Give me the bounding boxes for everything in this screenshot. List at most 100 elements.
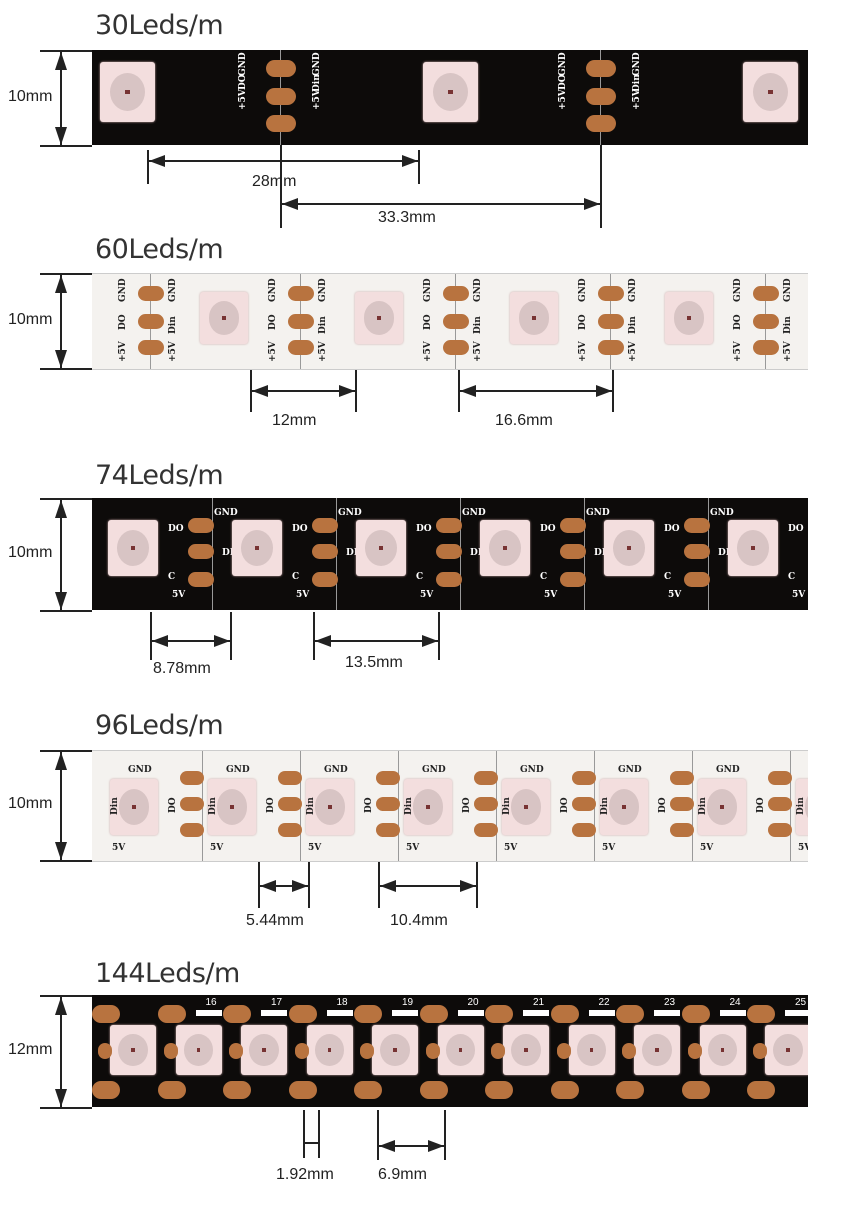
strip-title: 60Leds/m [95,234,224,265]
dimension-line [60,995,62,1107]
led-die [426,804,430,810]
dimension-line [282,203,600,205]
led-die [255,545,259,551]
pad-label: GND [628,278,638,302]
pad-label: DO [540,524,556,534]
led-chip [100,62,155,122]
pad-label: DI [594,548,607,558]
dimension-label: 16.6mm [495,412,553,429]
solder-pad [157,1005,186,1023]
extension-line [612,370,614,412]
solder-pad [753,314,779,329]
dimension-label: 6.9mm [378,1166,427,1183]
solder-pad [586,88,616,105]
arrowhead-icon [55,592,67,610]
pad-label: DO [364,797,374,813]
solder-pad [768,823,792,837]
dimension-line [379,1145,444,1147]
led-chip [604,520,654,576]
extension-line [230,612,232,660]
solder-pad [491,1043,505,1059]
pad-label: 5V [668,590,682,600]
arrowhead-icon [460,880,476,892]
pad-label: 5V [420,590,434,600]
dimension-label: 33.3mm [378,209,436,226]
led-number: 16 [205,997,217,1008]
led-chip [634,1025,680,1075]
solder-pad [598,340,624,355]
pad-label: Din [698,797,708,815]
pad-label: 5V [792,590,806,600]
pad-label: +5V [783,341,793,362]
extension-line [377,1110,379,1160]
dimension-line [60,50,62,145]
solder-pad [419,1081,448,1099]
pad-label: GND [783,278,793,302]
solder-pad [768,797,792,811]
strip-title: 96Leds/m [95,710,224,741]
arrowhead-icon [55,500,67,518]
arrowhead-icon [55,127,67,145]
pad-label: GND [168,278,178,302]
led-die [328,804,332,810]
solder-pad [443,314,469,329]
arrowhead-icon [282,198,298,210]
solder-pad [180,823,204,837]
dimension-line [60,750,62,860]
solder-pad [572,823,596,837]
pad-label: DI [222,548,235,558]
pad-label: +5V [473,341,483,362]
led-chip [699,1025,746,1075]
pad-label: DO [756,797,766,813]
pad-label: 5V [798,843,808,853]
led-die [655,1048,659,1052]
pad-label: DO [416,524,432,534]
solder-pad [443,340,469,355]
led-die [262,1048,266,1052]
led-chip [110,779,158,835]
led-die [196,1048,201,1052]
pad-label: GND [462,508,486,518]
pad-label: DO [733,314,743,330]
pad-label: GND [422,765,446,775]
dimension-line [149,160,418,162]
solder-pad [188,544,214,559]
pad-label: GND [520,765,544,775]
pad-label: GND [710,508,734,518]
solder-pad [670,771,694,785]
extension-line [600,145,602,228]
pad-label: 5V [544,590,558,600]
led-die [589,1048,594,1052]
extension-line [378,862,380,908]
dimension-label: 13.5mm [345,654,403,671]
led-chip [568,1025,615,1075]
solder-pad [288,286,314,301]
solder-pad [188,518,214,533]
arrowhead-icon [214,635,230,647]
pad-label: +5V [733,341,743,362]
solder-pad [616,1005,644,1023]
solder-pad [684,544,710,559]
pad-label: 5V [112,843,126,853]
led-die [230,804,234,810]
pad-label: GND [618,765,642,775]
extension-line [40,498,92,500]
dimension-label: 10.4mm [390,912,448,929]
pad-label: 5V [308,843,322,853]
arrowhead-icon [55,997,67,1015]
data-direction-arrow-icon [719,1010,746,1016]
dimension-line [305,1142,318,1144]
dimension-label: 12mm [272,412,317,429]
extension-line [40,860,92,862]
solder-pad [312,572,338,587]
pad-label: +5V [578,341,588,362]
solder-pad [747,1005,775,1023]
arrowhead-icon [252,385,268,397]
pad-label: Din [628,316,638,334]
extension-line [476,862,478,908]
solder-pad [312,518,338,533]
solder-pad [670,823,694,837]
pad-label: GND [423,278,433,302]
